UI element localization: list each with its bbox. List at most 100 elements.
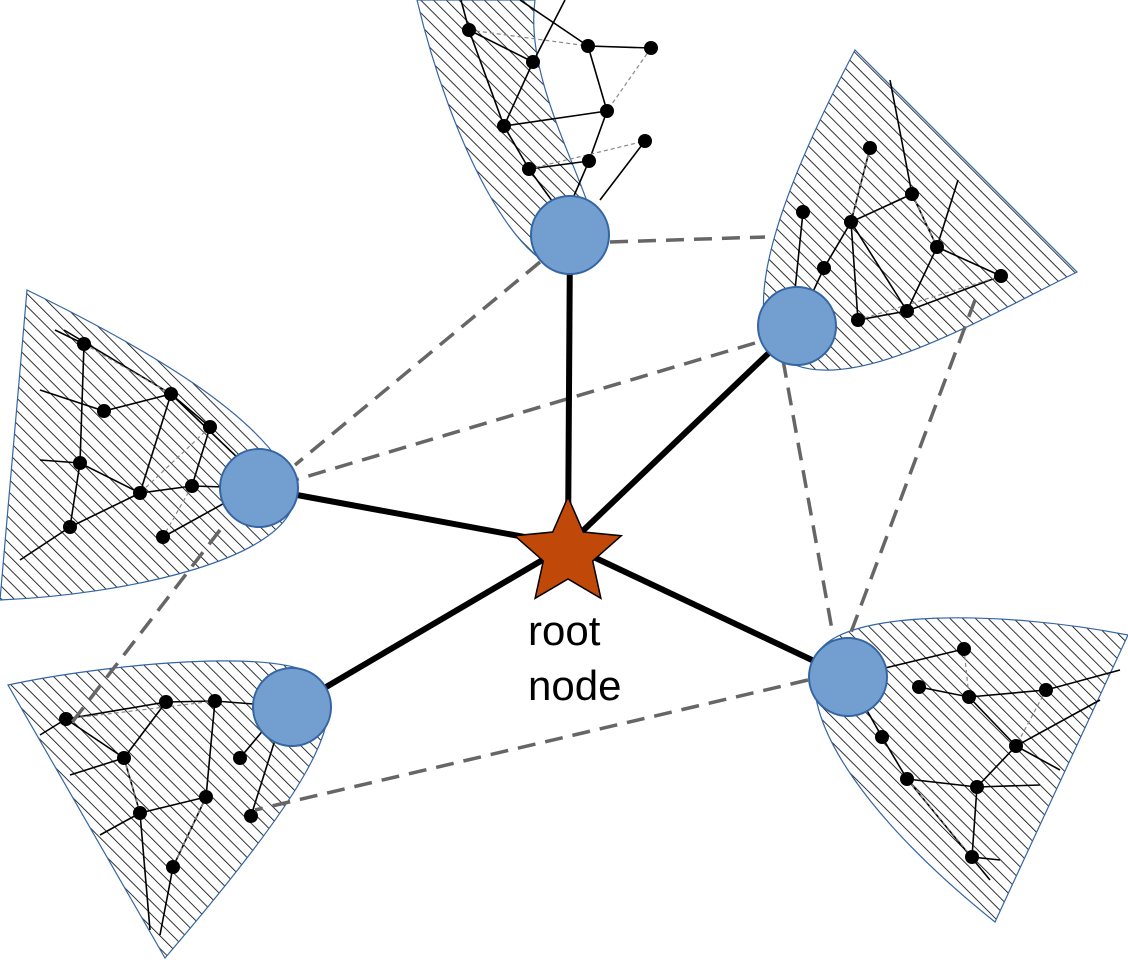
subtree-edge bbox=[528, 160, 590, 170]
subtree-dashed-edge bbox=[162, 485, 193, 538]
subtree-node bbox=[166, 860, 180, 874]
hub-node-1 bbox=[530, 195, 610, 275]
root-spoke bbox=[566, 542, 850, 680]
subtree-node bbox=[97, 404, 111, 418]
cross-links bbox=[68, 235, 977, 812]
subtree-node bbox=[962, 690, 976, 704]
subtree-edge bbox=[162, 499, 231, 538]
root-spoke bbox=[565, 323, 800, 548]
subtree-region-3 bbox=[0, 289, 296, 601]
subtree-edge bbox=[99, 812, 141, 836]
subtree-internal-edges bbox=[19, 0, 1121, 936]
subtree-node bbox=[994, 269, 1008, 283]
subtree-node bbox=[957, 642, 971, 656]
subtree-node bbox=[133, 806, 147, 820]
subtree-dashed-edge bbox=[139, 426, 211, 494]
subtree-node bbox=[199, 790, 213, 804]
subtree-node bbox=[912, 680, 926, 694]
subtree-node bbox=[526, 55, 540, 69]
subtree-edge bbox=[976, 745, 1017, 788]
subtree-node bbox=[63, 520, 77, 534]
root-node-star bbox=[512, 495, 624, 600]
subtree-dashed-edge bbox=[857, 275, 1002, 321]
subtree-node bbox=[462, 23, 476, 37]
root-label-line1: root bbox=[528, 607, 601, 654]
subtree-node bbox=[233, 751, 247, 765]
subtree-node bbox=[159, 695, 173, 709]
subtree-node bbox=[73, 456, 87, 470]
cross-link-dashed bbox=[848, 299, 977, 636]
subtree-dashed-edge bbox=[850, 147, 871, 223]
subtree-node bbox=[644, 41, 658, 55]
cross-link-dashed bbox=[293, 260, 542, 467]
root-spoke bbox=[565, 234, 573, 546]
subtree-node bbox=[203, 420, 217, 434]
subtree-node bbox=[1009, 739, 1023, 753]
subtree-dashed-edge bbox=[83, 343, 172, 395]
cross-link-dashed bbox=[254, 678, 809, 812]
subtree-dashed-edge bbox=[468, 29, 589, 47]
subtree-edge bbox=[39, 389, 260, 489]
subtree-node bbox=[497, 119, 511, 133]
subtree-node bbox=[851, 313, 865, 327]
cross-link-dashed bbox=[68, 528, 222, 727]
subtree-edge bbox=[850, 221, 908, 312]
subtree-dashed-edge bbox=[123, 757, 141, 814]
subtree-dashed-edge bbox=[606, 47, 652, 112]
subtree-edge bbox=[906, 246, 938, 312]
subtree-edge bbox=[794, 211, 804, 291]
subtree-edge bbox=[569, 45, 608, 206]
subtree-node bbox=[164, 387, 178, 401]
subtree-node bbox=[638, 134, 652, 148]
subtree-node bbox=[77, 337, 91, 351]
subtree-node bbox=[117, 751, 131, 765]
cross-link-dashed bbox=[781, 359, 835, 636]
subtree-node bbox=[900, 304, 914, 318]
subtree-edge bbox=[39, 459, 193, 494]
subtree-node bbox=[817, 261, 831, 275]
subtree-edge bbox=[587, 45, 652, 49]
subtree-edge bbox=[205, 700, 216, 798]
subtree-dashed-edge bbox=[906, 778, 973, 858]
subtree-node bbox=[900, 772, 914, 786]
subtree-node bbox=[796, 205, 810, 219]
subtree-edge bbox=[532, 0, 566, 63]
subtree-edge bbox=[936, 179, 959, 248]
hub-node-2 bbox=[757, 286, 837, 366]
cross-link-dashed bbox=[294, 341, 756, 482]
hub-nodes bbox=[219, 195, 888, 747]
subtree-node bbox=[156, 530, 170, 544]
subtree-dashed-edge bbox=[911, 193, 938, 248]
subtree-edge bbox=[519, 0, 589, 47]
subtree-node bbox=[863, 141, 877, 155]
subtree-node bbox=[133, 486, 147, 500]
subtree-edge bbox=[250, 739, 276, 817]
subtree-node bbox=[581, 39, 595, 53]
subtree-node bbox=[600, 104, 614, 118]
subtree-node bbox=[875, 730, 889, 744]
subtree-node bbox=[59, 712, 73, 726]
hub-node-4 bbox=[252, 667, 332, 747]
subtree-edge bbox=[918, 669, 1121, 698]
subtree-node bbox=[208, 694, 222, 708]
subtree-dashed-edge bbox=[1015, 689, 1047, 747]
subtree-node bbox=[582, 154, 596, 168]
root-label-line2: node bbox=[528, 662, 621, 709]
root-spoke bbox=[290, 542, 570, 710]
subtree-dashed-edge bbox=[963, 648, 970, 698]
cross-link-dashed bbox=[609, 235, 766, 244]
subtree-node bbox=[965, 850, 979, 864]
subtree-node bbox=[244, 809, 258, 823]
subtree-edge bbox=[599, 140, 646, 201]
subtree-node bbox=[522, 162, 536, 176]
subtree-edge bbox=[1015, 699, 1101, 747]
subtree-node bbox=[930, 240, 944, 254]
hub-node-5 bbox=[808, 637, 888, 717]
subtree-node bbox=[905, 187, 919, 201]
subtree-node bbox=[185, 479, 199, 493]
subtree-dashed-edge bbox=[172, 796, 207, 868]
subtree-node bbox=[1039, 683, 1053, 697]
subtree-edge bbox=[503, 110, 608, 127]
